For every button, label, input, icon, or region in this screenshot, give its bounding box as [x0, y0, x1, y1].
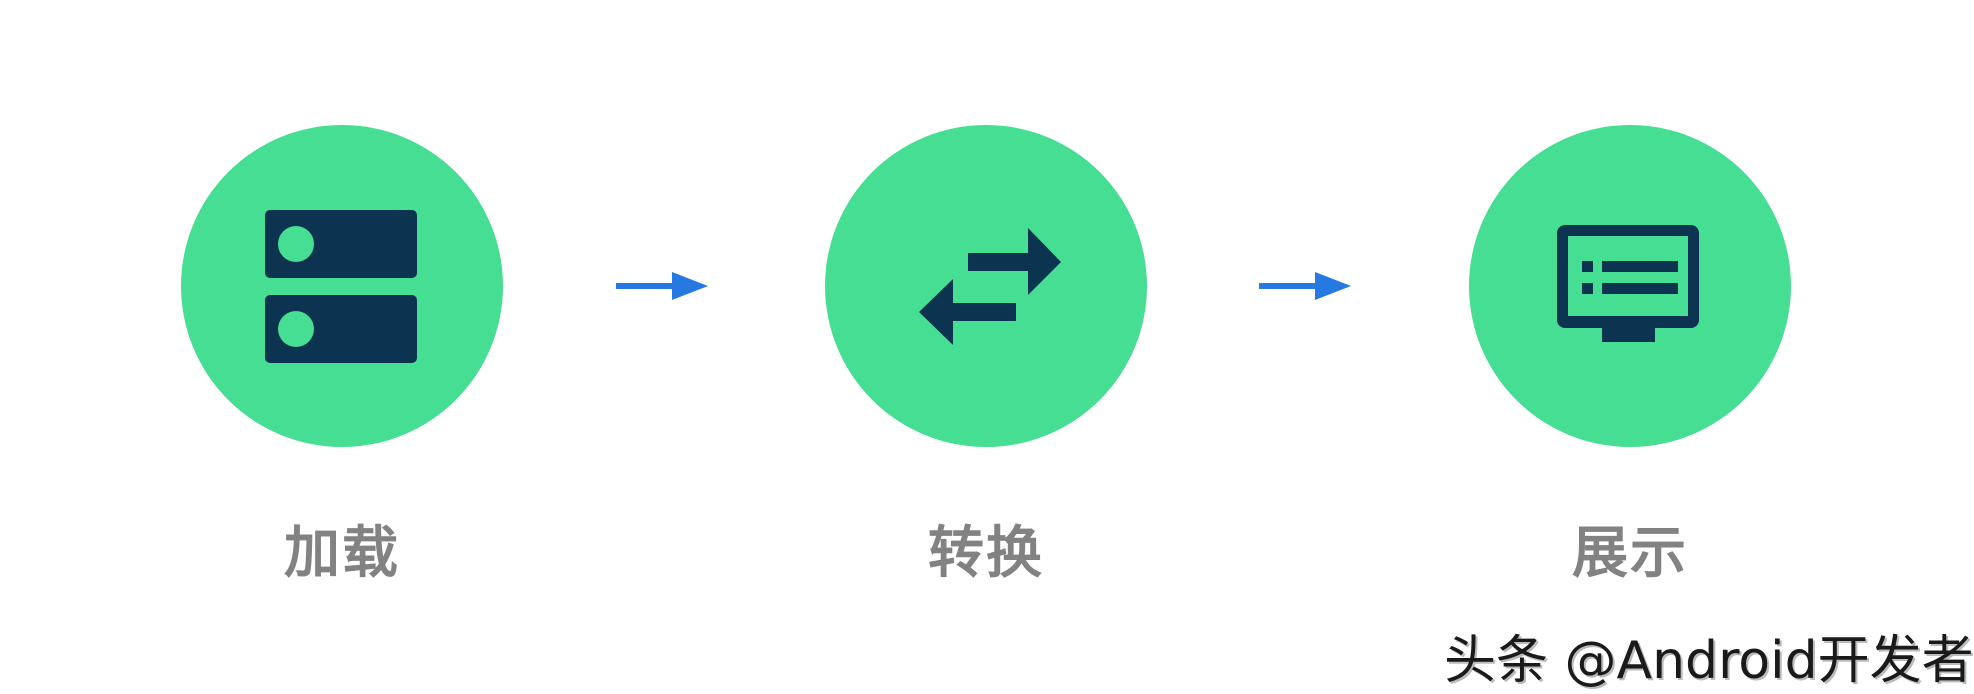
step-display-circle [1469, 125, 1791, 447]
watermark: 头条 @Android开发者 [1444, 631, 1974, 691]
monitor-list-icon [1557, 225, 1699, 342]
step-display-label: 展示 [1572, 521, 1688, 586]
step-transform [825, 125, 1147, 447]
arrow-right-icon [616, 272, 708, 300]
swap-arrows-icon [919, 228, 1061, 345]
arrow-right-icon [1259, 272, 1351, 300]
step-transform-label: 转换 [928, 521, 1044, 586]
step-transform-circle [825, 125, 1147, 447]
step-load [181, 125, 503, 447]
step-load-circle [181, 125, 503, 447]
server-storage-icon [265, 210, 417, 363]
step-display [1469, 125, 1791, 447]
step-load-label: 加载 [284, 521, 400, 586]
